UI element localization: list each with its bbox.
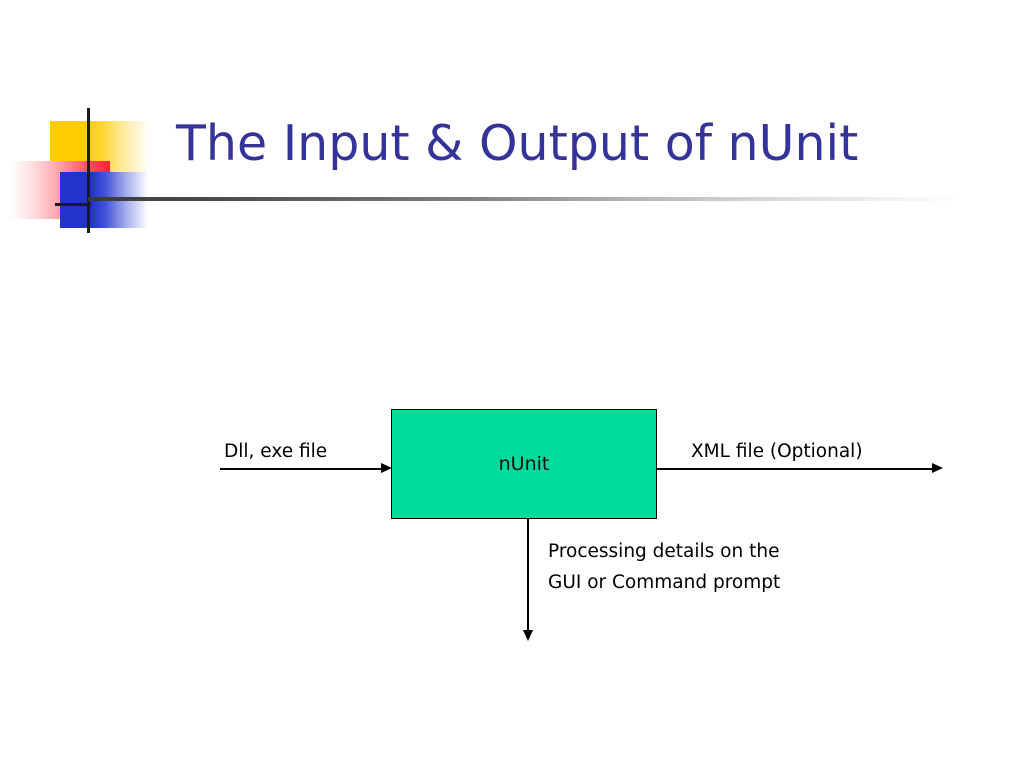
bottom-output-label: Processing details on the GUI or Command…: [548, 541, 781, 593]
output-arrow-head-icon: [932, 463, 943, 473]
logo-horizontal-line-stub: [55, 203, 91, 206]
input-arrow-head-icon: [381, 463, 392, 473]
logo-vertical-line: [87, 108, 90, 233]
output-arrow-line: [657, 468, 934, 470]
input-arrow-line: [220, 468, 383, 470]
page-title: The Input & Output of nUnit: [176, 115, 859, 172]
process-box-label: nUnit: [498, 453, 550, 475]
input-label: Dll, exe file: [224, 441, 328, 462]
bottom-arrow-head-icon: [523, 630, 533, 641]
output-label: XML file (Optional): [691, 441, 863, 462]
process-box-nunit: nUnit: [391, 409, 657, 519]
title-divider: [88, 197, 963, 201]
bottom-arrow-line: [527, 519, 529, 632]
